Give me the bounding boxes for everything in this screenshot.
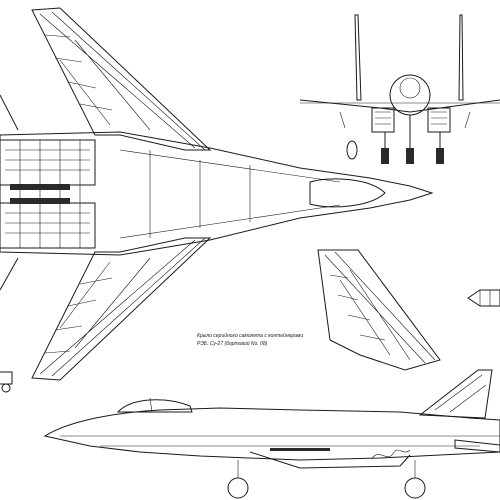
side-view-fuselage [43,407,500,461]
top-view-left-engine [0,139,96,186]
side-view-canopy [116,399,193,413]
wing-detail-outline [317,249,441,371]
front-view-left-intake [371,107,395,133]
wing-detail-view [317,249,500,371]
side-view-nose-wheel [227,477,249,499]
front-view-fuselage [389,74,431,116]
side-view-vertical-tail [418,369,493,419]
artist-signature [371,449,411,459]
top-view-lower-wing [31,237,212,381]
front-view [299,14,500,164]
front-view-left-fin [354,14,362,101]
top-view-upper-wing [31,7,212,151]
top-view-fuselage [0,131,434,256]
top-view [0,7,434,381]
front-view-right-intake [427,107,451,133]
side-view [0,369,500,499]
side-view-main-wheel [404,477,426,499]
top-view-canopy [309,178,386,208]
top-view-right-engine [0,202,96,249]
caption-line-2: РЭБ. Су-27 (бортовой No. 08) [197,341,268,347]
caption-line-1: Крыло серийного самолета с контейнерами [197,333,304,339]
ecm-pod [467,289,500,307]
front-view-wing [299,99,500,113]
drawing-caption: Крыло серийного самолета с контейнерами … [197,332,307,348]
front-view-right-fin [458,14,464,101]
